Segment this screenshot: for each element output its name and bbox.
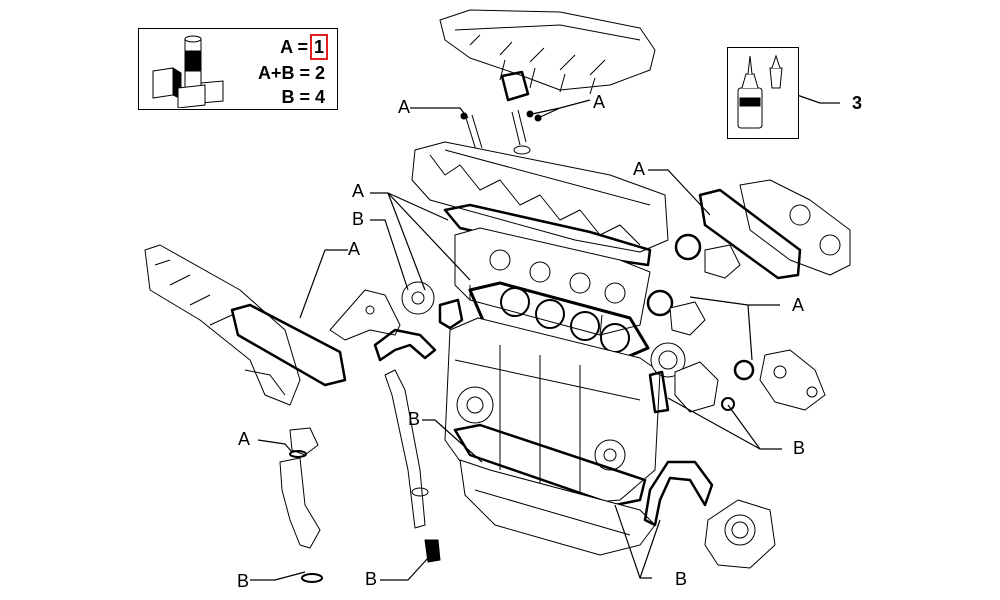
water-pump-gasket bbox=[648, 370, 670, 414]
callout-b-water-pump: B bbox=[793, 438, 806, 458]
exhaust-manifold bbox=[144, 244, 301, 406]
callout-b-rear-seal: B bbox=[675, 569, 688, 589]
legend-row-ab-value: 2 bbox=[314, 63, 325, 83]
legend-row-b-value: 4 bbox=[314, 87, 325, 107]
bracket-gasket bbox=[373, 328, 437, 362]
legend-row-a: A = 1 bbox=[280, 34, 329, 60]
intake-manifold bbox=[439, 9, 656, 95]
engine-block bbox=[444, 317, 661, 506]
legend-row-ab: A+B = 2 bbox=[258, 64, 325, 82]
exhaust-outlet bbox=[739, 179, 851, 276]
exhaust-outlet-gasket bbox=[698, 188, 802, 280]
sealant-tube-icon bbox=[737, 54, 783, 129]
intake-flange-gasket bbox=[500, 70, 530, 102]
callout-b-filter-ring: B bbox=[237, 571, 250, 591]
drain-plug bbox=[424, 539, 441, 563]
callout-a-filter-housing: A bbox=[238, 429, 251, 449]
sealant-box bbox=[727, 47, 799, 139]
o-ring-4 bbox=[721, 397, 735, 411]
cylinder-head bbox=[454, 227, 651, 336]
bracket bbox=[329, 289, 401, 341]
water-pump bbox=[650, 342, 719, 413]
callout-a-o-rings: A bbox=[792, 295, 805, 315]
legend-row-a-key: A = bbox=[280, 37, 308, 57]
callout-a-exhaust-gasket: A bbox=[348, 239, 361, 259]
callout-a-head-gaskets: A bbox=[352, 181, 365, 201]
legend-row-b-key: B = bbox=[281, 87, 310, 107]
thermostat-housing bbox=[669, 244, 741, 336]
callout-a-valves-right: A bbox=[593, 92, 606, 112]
cam-carrier bbox=[411, 141, 669, 253]
callout-sealant-ref: 3 bbox=[852, 93, 863, 113]
o-ring-2 bbox=[646, 289, 674, 317]
rear-seal-gasket bbox=[643, 460, 714, 527]
pulley-gasket bbox=[438, 298, 464, 330]
oil-filter-housing bbox=[279, 427, 323, 583]
legend-row-ab-key: A+B = bbox=[257, 63, 310, 83]
callout-a-valves-left: A bbox=[398, 97, 411, 117]
callout-a-outlet-gasket: A bbox=[633, 159, 646, 179]
o-ring-3 bbox=[733, 359, 755, 381]
oil-pan bbox=[459, 459, 656, 556]
callout-b-pulley: B bbox=[352, 209, 365, 229]
legend-box: A = 1 A+B = 2 B = 4 bbox=[138, 28, 338, 110]
leader-lines bbox=[250, 94, 840, 581]
dipstick-tube bbox=[384, 369, 429, 529]
legend-row-a-value: 1 bbox=[309, 34, 329, 60]
callout-b-drain-plug: B bbox=[365, 569, 378, 589]
pulley bbox=[401, 281, 435, 315]
coolant-outlet bbox=[759, 349, 826, 411]
legend-row-b: B = 4 bbox=[281, 88, 325, 106]
o-ring-1 bbox=[674, 233, 702, 261]
callout-b-oil-pan: B bbox=[408, 409, 421, 429]
oil-pan-gasket bbox=[453, 423, 647, 507]
exhaust-manifold-gasket bbox=[230, 303, 347, 387]
gasket-kit-packages-icon bbox=[152, 35, 224, 108]
rear-seal-carrier bbox=[704, 499, 776, 569]
